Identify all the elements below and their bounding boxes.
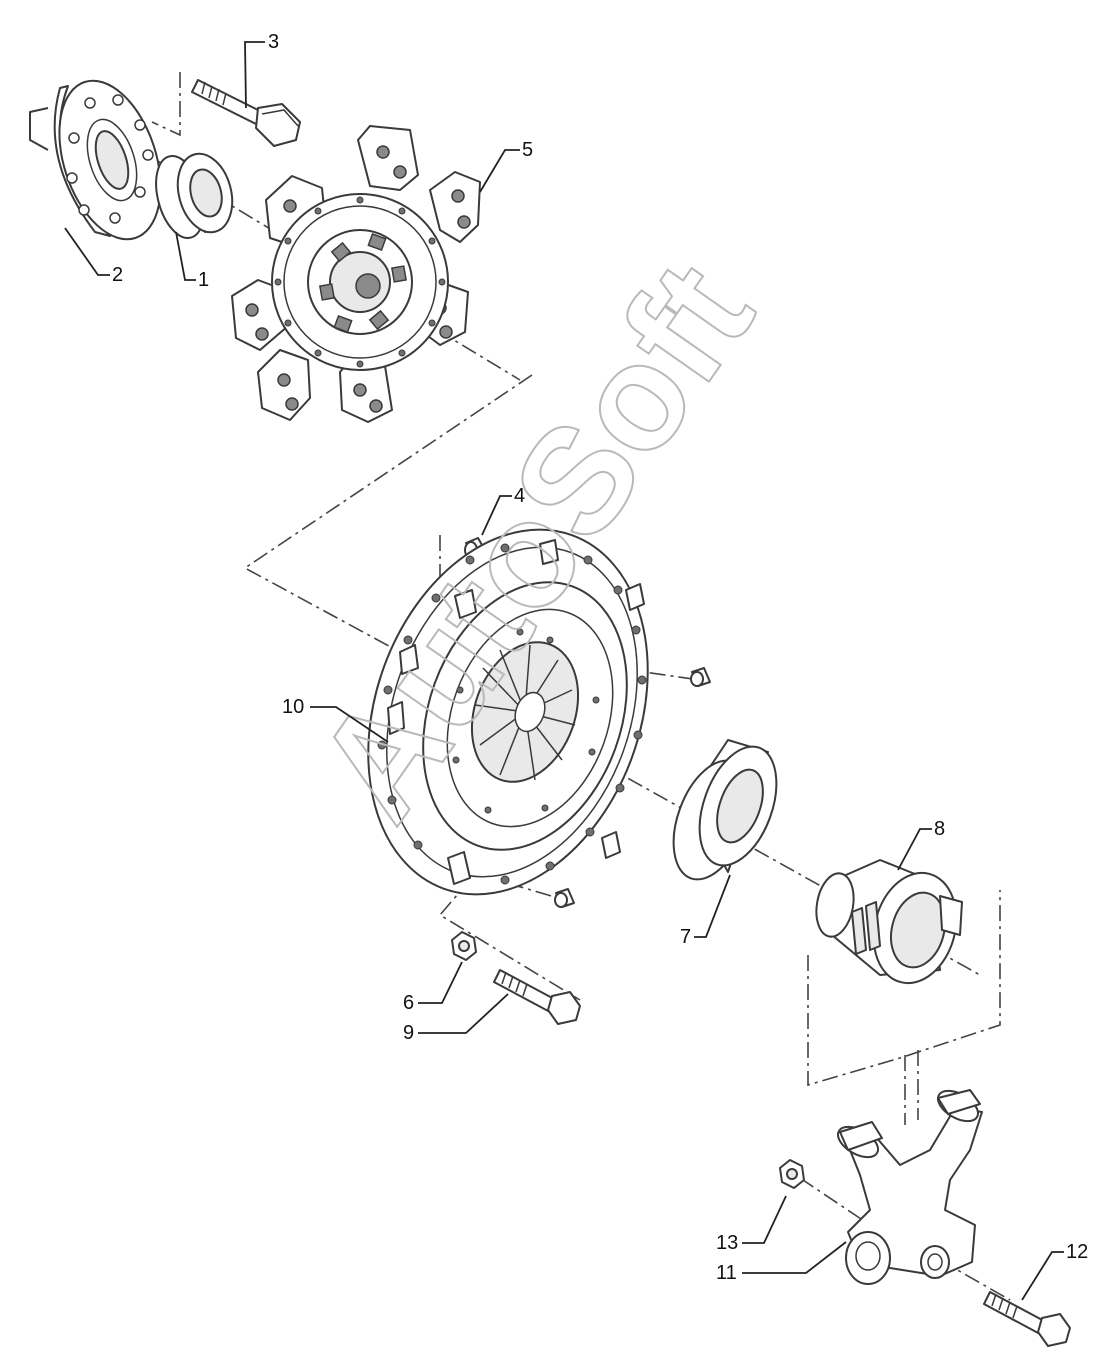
callout-5: 5: [522, 139, 533, 161]
callout-13: 13: [716, 1232, 738, 1254]
part-13-nut: [779, 1159, 805, 1189]
part-5-clutch-disc: [231, 125, 481, 423]
part-7-release-bearing: [672, 739, 778, 881]
part-1-pilot-bearing: [155, 152, 234, 239]
part-11-release-fork: [837, 1089, 983, 1285]
part-10-pressure-plate: [367, 528, 649, 896]
plate-screws: [554, 667, 711, 908]
part-3-bolt: [191, 79, 301, 147]
part-2-hub: [29, 79, 162, 241]
callout-6: 6: [403, 992, 414, 1014]
callout-9: 9: [403, 1022, 414, 1044]
part-8-release-sleeve: [815, 859, 963, 985]
disc-rivets: [274, 196, 446, 368]
callout-8: 8: [934, 818, 945, 840]
part-9-bolt: [493, 969, 581, 1025]
callout-11: 11: [716, 1262, 737, 1284]
callout-3: 3: [268, 31, 279, 53]
callout-2: 2: [112, 264, 123, 286]
part-12-bolt: [983, 1291, 1071, 1347]
callout-10: 10: [282, 696, 304, 718]
callout-4: 4: [514, 485, 525, 507]
leader-lines: [64, 41, 1064, 1301]
callout-labels: 3 5 2 1 4 10 8 7 6 9 12 13 11: [112, 31, 1088, 1284]
callout-7: 7: [680, 926, 691, 948]
callout-12: 12: [1066, 1241, 1088, 1263]
callout-1: 1: [198, 269, 209, 291]
part-6-nut: [451, 931, 477, 961]
